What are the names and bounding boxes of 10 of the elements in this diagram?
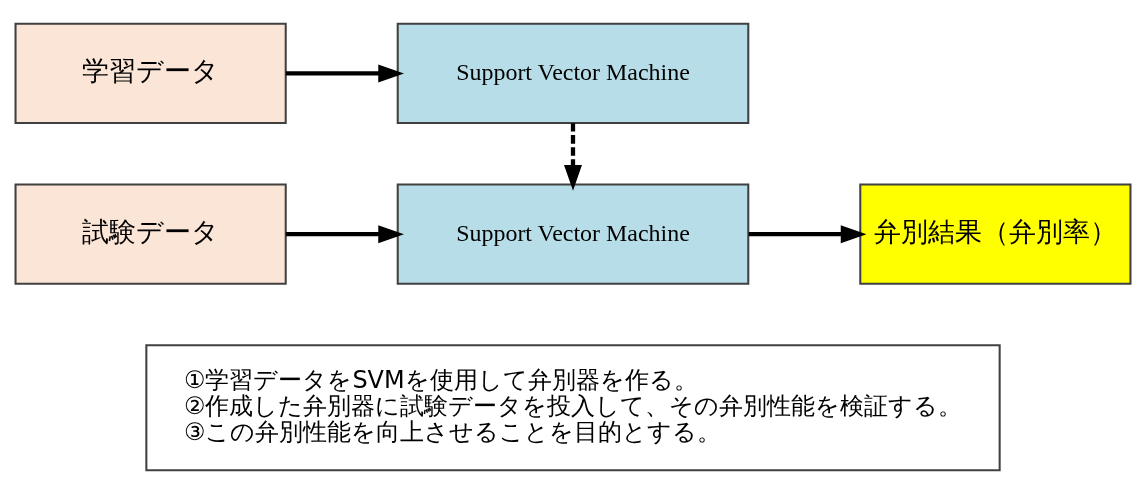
- arrow: [285, 225, 404, 244]
- node-box: Support Vector Machine: [396, 183, 750, 285]
- node-box: 弁別結果（弁別率）: [859, 183, 1132, 285]
- arrow: [285, 64, 404, 83]
- node-box: 試験データ: [14, 183, 287, 285]
- arrow: [748, 225, 867, 244]
- arrow: [564, 123, 582, 191]
- node-box: ①学習データをSVMを使用して弁別器を作る。 ②作成した弁別器に試験データを投入して、その弁別性能を検証する。 ③この弁別性能を向上させることを目的とする。: [145, 344, 1001, 472]
- node-box: 学習データ: [14, 22, 287, 125]
- node-box: Support Vector Machine: [396, 22, 750, 125]
